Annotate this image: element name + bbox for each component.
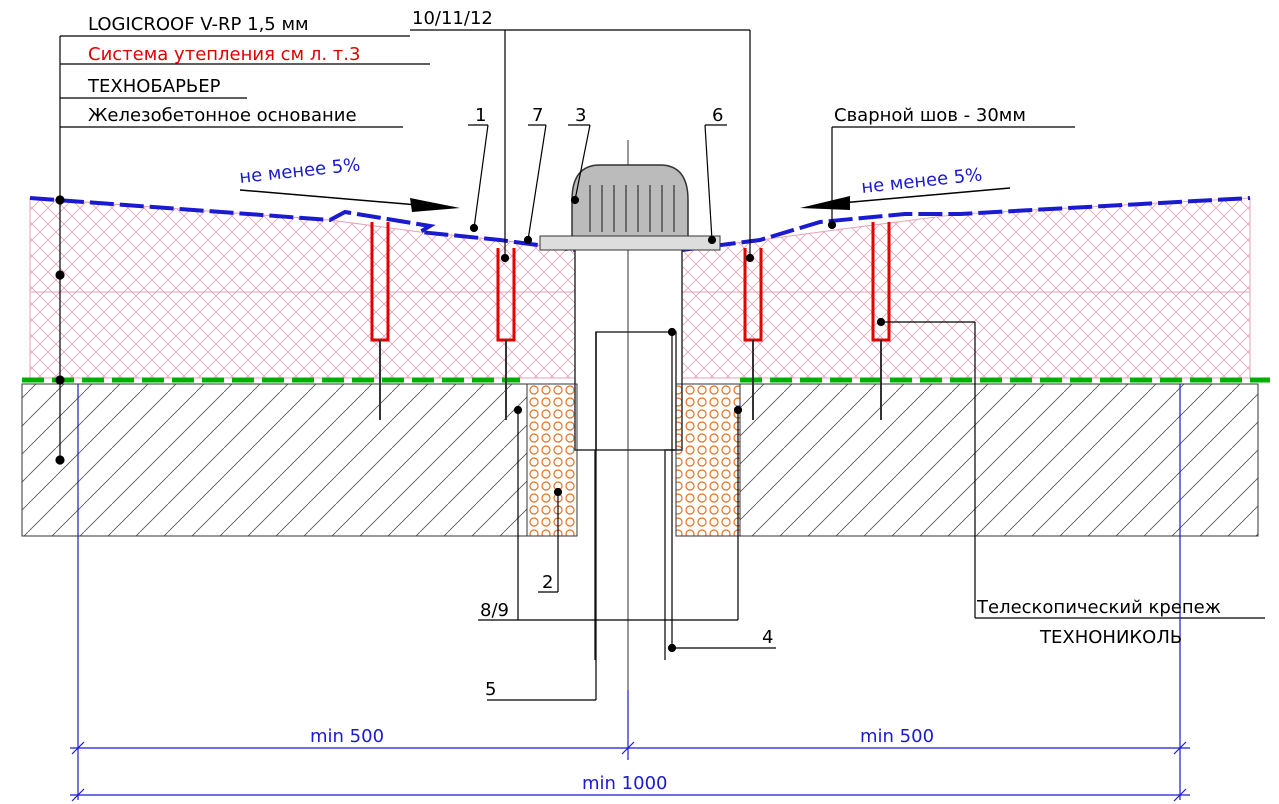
callout-leaders [410,29,1265,701]
concrete-slab [21,383,1259,537]
callout-2: 2 [542,572,553,593]
callout-1: 1 [475,105,486,126]
callout-4: 4 [762,627,773,648]
fastener-label-1: Телескопический крепеж [976,597,1221,618]
callout-8-9: 8/9 [480,600,509,621]
dim-left: min 500 [310,726,384,747]
callout-6: 6 [712,105,723,126]
dim-right: min 500 [860,726,934,747]
foam-seal [526,383,741,537]
layer-label-barrier: ТЕХНОБАРЬЕР [87,76,221,97]
layer-label-insulation: Система утепления см л. т.3 [88,44,360,65]
callout-3: 3 [575,105,586,126]
layer-leaders [55,35,430,465]
callout-10-11-12: 10/11/12 [412,8,493,29]
insulation-layer [29,197,1251,379]
slope-arrows [239,187,1011,212]
dimension-lines [70,384,1190,802]
fastener-label-2: ТЕХНОНИКОЛЬ [1039,627,1182,648]
callout-5: 5 [485,679,496,700]
slope-right-label: не менее 5% [860,164,983,198]
weld-seam-label: Сварной шов - 30мм [834,105,1026,126]
slope-left-label: не менее 5% [238,154,361,188]
membrane [29,196,1251,252]
layer-label-membrane: LOGICROOF V-RP 1,5 мм [88,14,309,35]
drain-body [539,140,721,690]
callout-7: 7 [532,105,543,126]
layer-label-base: Железобетонное основание [88,105,357,126]
dim-total: min 1000 [582,773,667,794]
